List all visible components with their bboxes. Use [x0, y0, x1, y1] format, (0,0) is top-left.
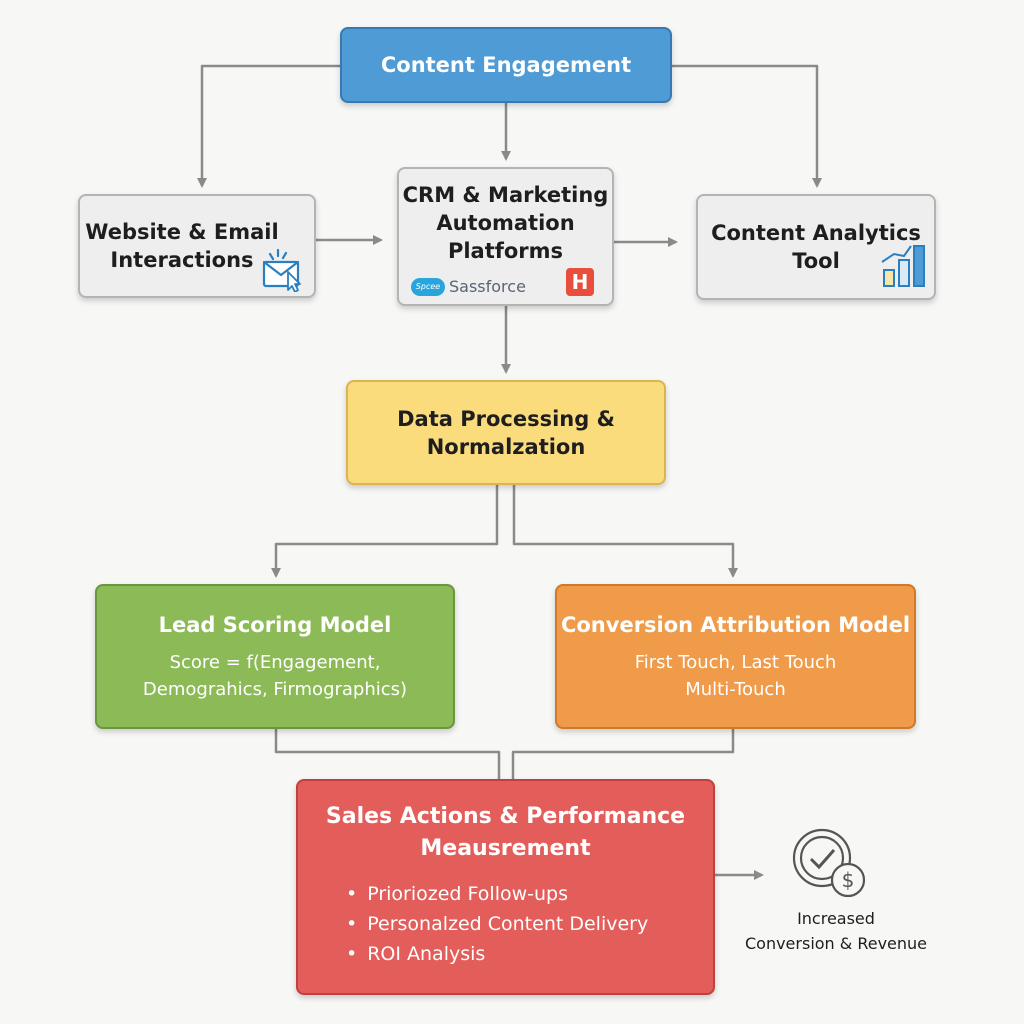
node-title-line: Data Processing &: [397, 406, 615, 431]
connector-lead-to-sales: [274, 729, 501, 779]
node-title-line: Tool: [792, 249, 840, 273]
node-title-line: Normalzation: [426, 434, 586, 459]
check-dollar-icon: $: [792, 828, 866, 898]
node-lead-scoring-model: Lead Scoring Model Score = f(Engagement,…: [95, 584, 455, 729]
bullet-item: Personalzed Content Delivery: [346, 909, 713, 939]
node-content-analytics-tool: Content Analytics Tool: [696, 194, 936, 300]
node-conversion-attribution-model: Conversion Attribution Model First Touch…: [555, 584, 916, 729]
outcome-label-line: Increased: [797, 909, 875, 928]
connector-conv-to-sales: [511, 729, 735, 779]
node-title: Lead Scoring Model: [158, 612, 392, 637]
node-data-processing: Data Processing & Normalzation: [346, 380, 666, 485]
node-title-line: Website & Email: [85, 220, 279, 244]
node-crm-marketing-automation: CRM & Marketing Automation Platforms Spc…: [397, 167, 614, 306]
crm-logo-text: Sassforce: [449, 277, 526, 296]
node-subtitle-line: First Touch, Last Touch: [634, 651, 837, 673]
cloud-logo-icon: Spcee: [411, 277, 445, 296]
node-content-engagement: Content Engagement: [340, 27, 672, 103]
email-click-icon: [262, 248, 301, 292]
connector-processing-to-conv: [512, 485, 738, 578]
node-title-line: Content Analytics: [711, 221, 921, 245]
connector-processing-to-lead: [271, 485, 499, 578]
bullet-item: Prioriozed Follow-ups: [346, 879, 713, 909]
bar-chart-icon: [881, 245, 925, 287]
node-subtitle-line: Score = f(Engagement,: [169, 651, 381, 673]
svg-text:$: $: [842, 868, 855, 892]
h-logo-icon: H: [566, 268, 594, 296]
node-title: Conversion Attribution Model: [560, 612, 911, 637]
node-subtitle-line: Multi-Touch: [685, 678, 786, 700]
outcome-label-line: Conversion & Revenue: [744, 934, 928, 953]
node-title-line: CRM & Marketing: [402, 183, 609, 207]
outcome-increased-conversion: $ Increased Conversion & Revenue: [736, 826, 936, 966]
node-title-line: Meausrement: [420, 836, 591, 861]
sales-bullet-list: Prioriozed Follow-ups Personalzed Conten…: [298, 879, 713, 969]
node-sales-actions: Sales Actions & Performance Meausrement …: [296, 779, 715, 995]
node-title-line: Interactions: [110, 248, 254, 272]
node-title: Content Engagement: [380, 53, 632, 77]
node-subtitle-line: Demograhics, Firmographics): [142, 678, 408, 700]
node-website-email-interactions: Website & Email Interactions: [78, 194, 316, 298]
node-title-line: Sales Actions & Performance: [325, 804, 686, 829]
bullet-item: ROI Analysis: [346, 939, 713, 969]
connector-engagement-to-web: [197, 64, 340, 188]
node-title-line: Platforms: [447, 239, 564, 263]
outcome-label: Increased Conversion & Revenue: [736, 906, 936, 956]
crm-logo-left: Spcee Sassforce: [411, 277, 526, 296]
node-title-line: Automation: [436, 211, 575, 235]
connector-engagement-to-analytics: [672, 64, 822, 188]
